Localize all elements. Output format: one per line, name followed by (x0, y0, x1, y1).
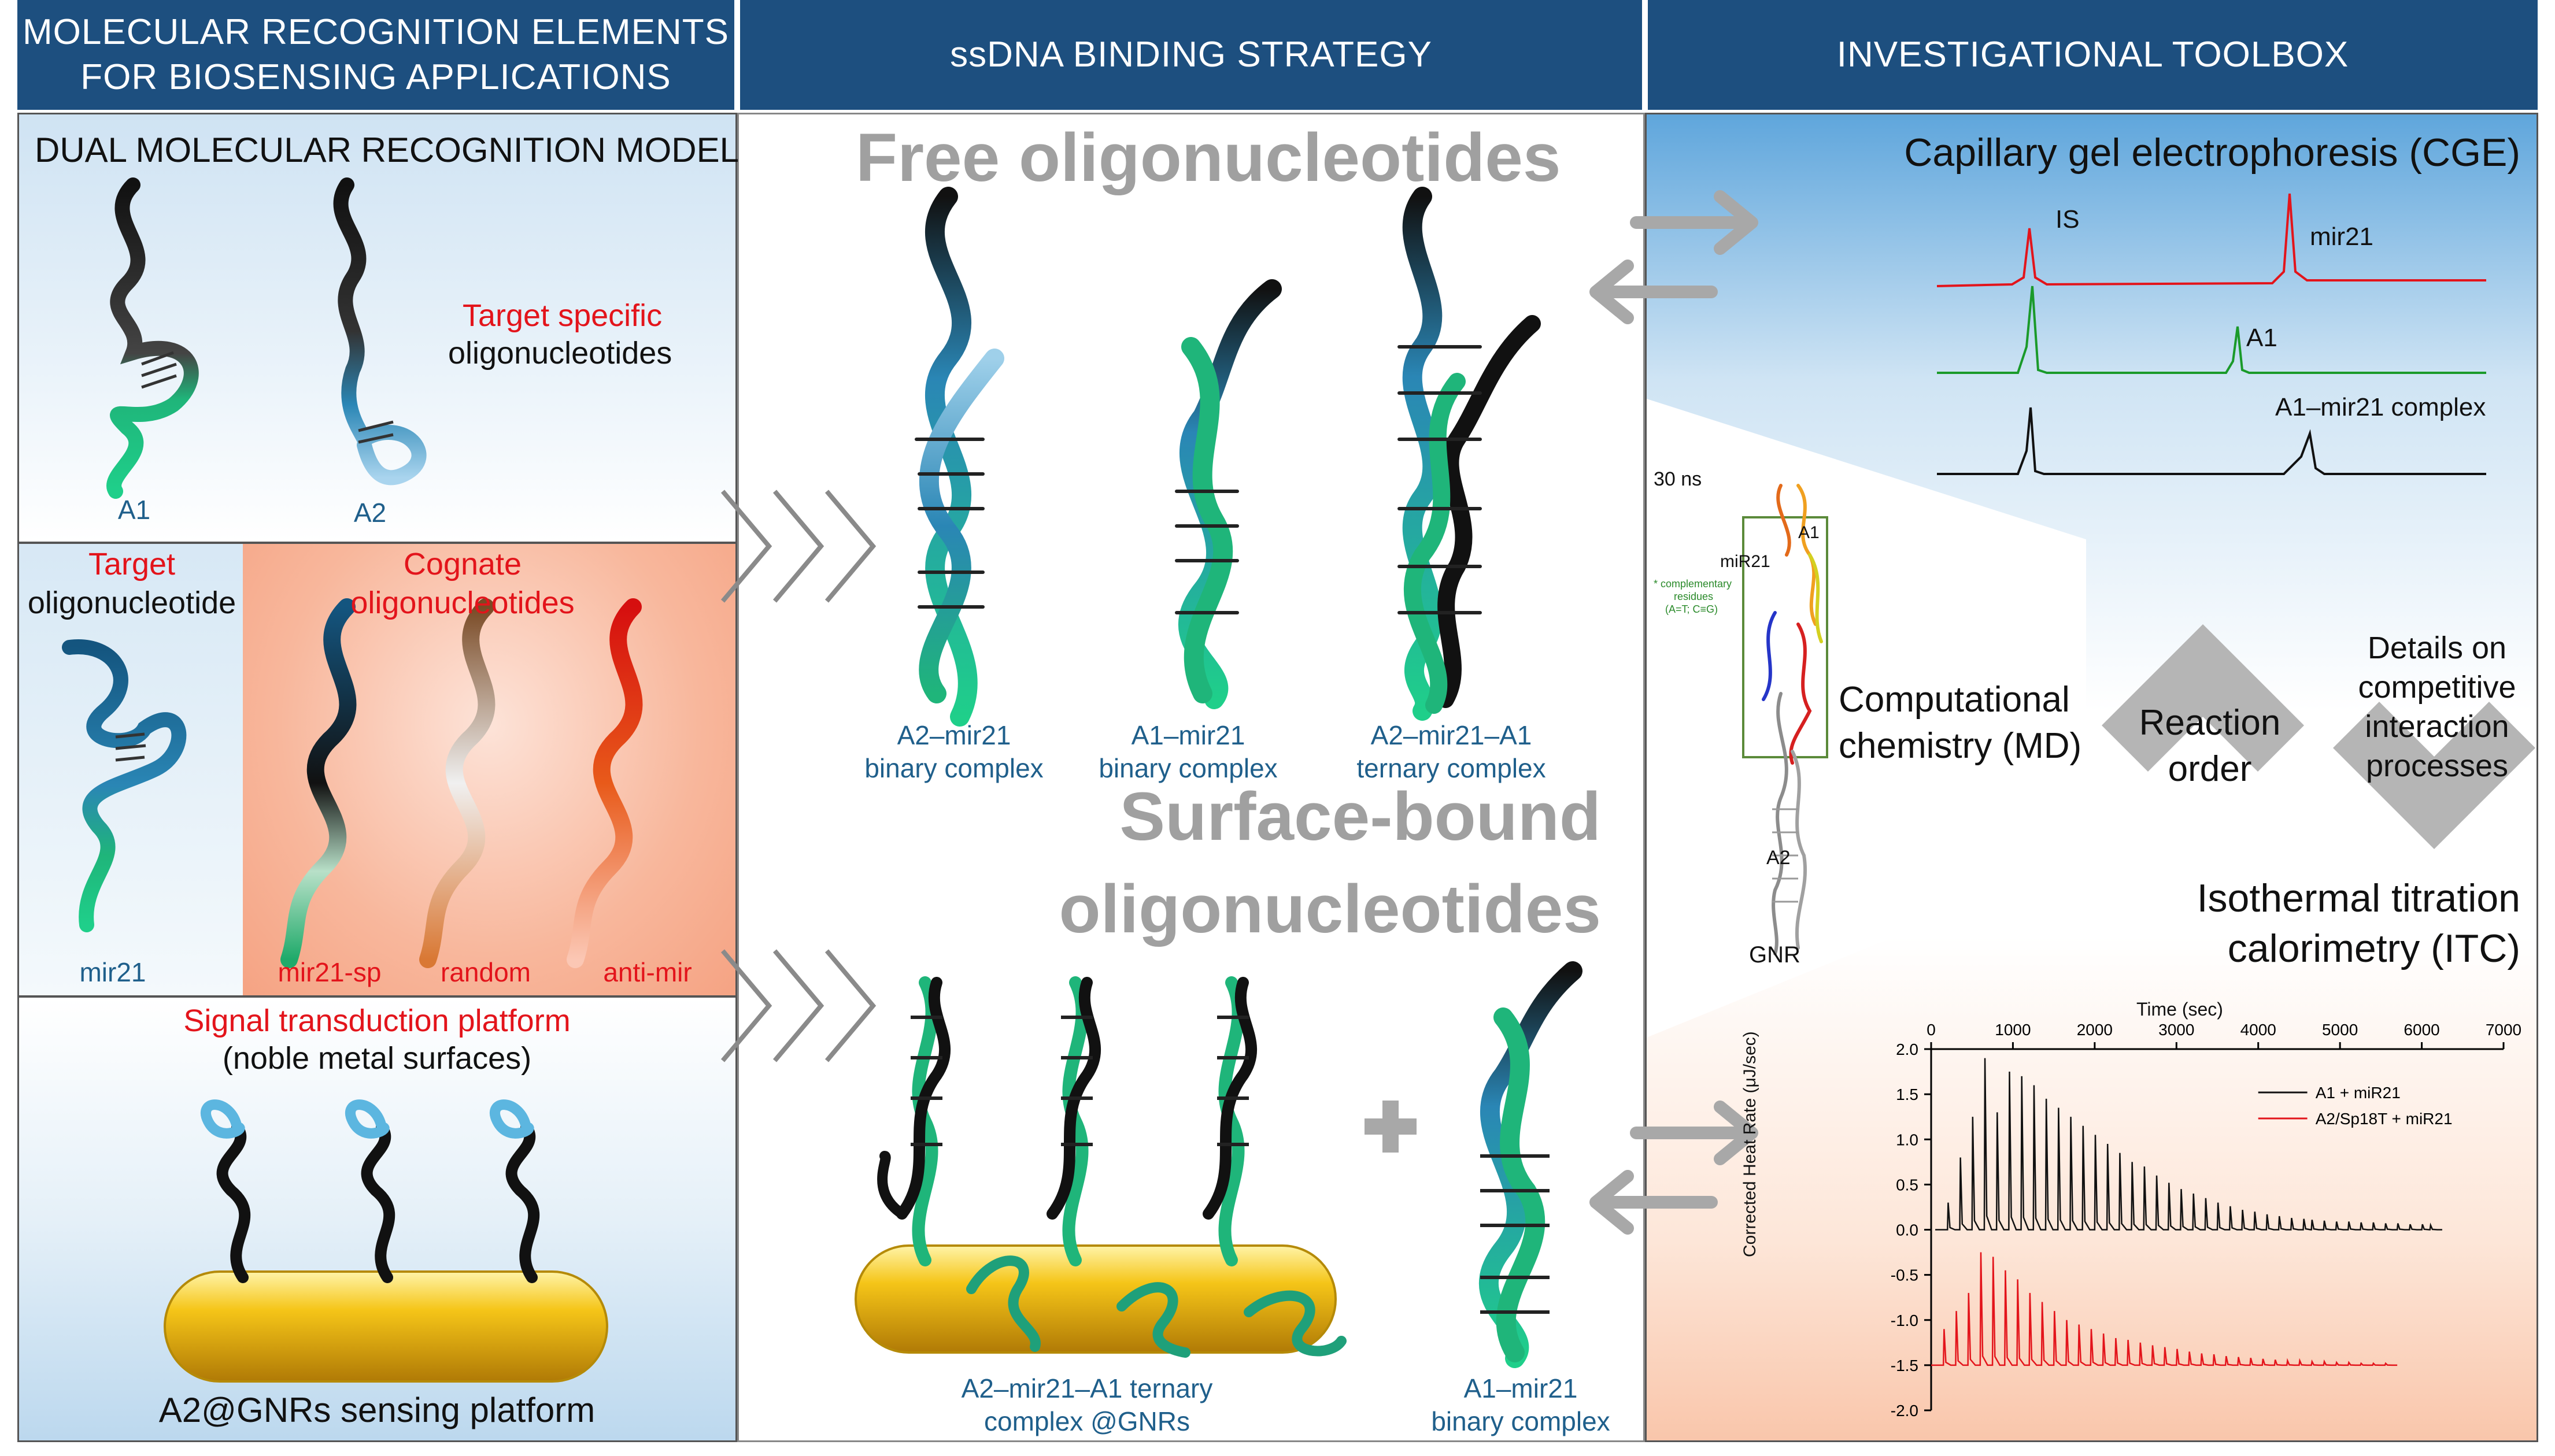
itc-legend-label: A1 + miR21 (2316, 1084, 2401, 1102)
header-left-line1: MOLECULAR RECOGNITION ELEMENTS (23, 12, 729, 52)
target-sub-label: oligonucleotide (27, 586, 236, 620)
cge-trace-green (1937, 286, 2486, 374)
itc-x-tick-label: 2000 (2077, 1021, 2113, 1039)
complex3-line1: A2–mir21–A1 (1370, 720, 1532, 750)
free-oligo-title: Free oligonucleotides (856, 120, 1561, 196)
md-note-1: * complementary (1654, 578, 1732, 590)
md-time-label: 30 ns (1654, 468, 1702, 490)
itc-x-tick-label: 1000 (1995, 1021, 2031, 1039)
md-title-line1: Computational (1839, 680, 2070, 720)
header-middle-text: ssDNA BINDING STRATEGY (950, 35, 1432, 75)
md-note-2: residues (1674, 591, 1714, 602)
complex2-line1: A1–mir21 (1131, 720, 1245, 750)
reaction-order-line1: Reaction (2139, 703, 2281, 743)
md-note-3: (A=T; C≡G) (1665, 603, 1718, 615)
itc-title-line2: calorimetry (ITC) (2227, 927, 2520, 970)
itc-y-tick-label: 0.5 (1896, 1176, 1918, 1194)
target-specific-sub: oligonucleotides (448, 336, 672, 371)
itc-x-tick-label: 6000 (2404, 1021, 2439, 1039)
complex5-line2: binary complex (1431, 1406, 1610, 1436)
itc-series-2-line (1931, 1252, 2398, 1366)
header-middle: ssDNA BINDING STRATEGY (740, 0, 1642, 110)
details-line3: interaction (2365, 709, 2509, 744)
header-left: MOLECULAR RECOGNITION ELEMENTS FOR BIOSE… (17, 0, 734, 110)
itc-y-tick-label: 2.0 (1896, 1040, 1918, 1058)
itc-x-tick-label: 4000 (2240, 1021, 2276, 1039)
details-line2: competitive (2358, 670, 2516, 705)
cge-complex-label: A1–mir21 complex (2275, 393, 2486, 421)
itc-ticks: 0 1000 2000 3000 4000 5000 6000 7000 2.0 1.5 1.0 0.… (1891, 1021, 2521, 1420)
itc-legend-label: A2/Sp18T + miR21 (2316, 1110, 2453, 1128)
signal-platform-label: Signal transduction platform (183, 1003, 571, 1038)
cognate-label: Cognate (403, 547, 522, 581)
itc-y-tick-label: 1.0 (1896, 1131, 1918, 1149)
cognate-sub-label: oligonucleotides (350, 586, 575, 620)
itc-chart: 0 1000 2000 3000 4000 5000 6000 7000 2.0 1.5 1.0 0.… (1891, 1021, 2521, 1420)
itc-y-tick-label: 0.0 (1896, 1221, 1918, 1239)
md-gnr-label: GNR (1749, 942, 1800, 968)
complex2-line2: binary complex (1099, 753, 1278, 783)
mir21-sp-label: mir21-sp (278, 957, 382, 987)
cge-title: Capillary gel electrophoresis (CGE) (1904, 131, 2520, 175)
surface-bound-title: Surface-bound (1119, 779, 1601, 855)
target-label: Target (88, 547, 176, 581)
itc-series (1931, 1058, 2442, 1366)
md-mir21-label: miR21 (1720, 552, 1770, 571)
header-right: INVESTIGATIONAL TOOLBOX (1648, 0, 2538, 110)
md-a1-label: A1 (1798, 523, 1820, 542)
cge-mir21-label: mir21 (2310, 223, 2374, 251)
header-right-text: INVESTIGATIONAL TOOLBOX (1836, 35, 2349, 75)
surface-bound-sub: oligonucleotides (1059, 871, 1602, 947)
cge-a1-label: A1 (2246, 324, 2277, 352)
mir21-label: mir21 (79, 957, 146, 987)
itc-ylabel: Corrected Heat Rate (μJ/sec) (1740, 1031, 1759, 1257)
model-title: DUAL MOLECULAR RECOGNITION MODEL (35, 131, 739, 169)
md-title-line2: chemistry (MD) (1839, 726, 2082, 766)
target-specific-label: Target specific (463, 298, 663, 333)
itc-x-tick-label: 0 (1927, 1021, 1936, 1039)
complex5-line1: A1–mir21 (1463, 1373, 1578, 1403)
itc-x-tick-label: 7000 (2486, 1021, 2521, 1039)
itc-y-tick-label: -2.0 (1891, 1402, 1918, 1420)
complex1-line1: A2–mir21 (897, 720, 1011, 750)
details-line1: Details on (2367, 631, 2507, 665)
a1-label: A1 (117, 495, 151, 525)
cge-trace-black (1937, 407, 2486, 475)
itc-y-tick-label: -1.5 (1891, 1357, 1918, 1375)
itc-series-1-line (1935, 1058, 2442, 1231)
itc-title-line1: Isothermal titration (2197, 876, 2520, 920)
complex4-line1: A2–mir21–A1 ternary (961, 1373, 1213, 1403)
details-line4: processes (2365, 749, 2509, 783)
a2-label: A2 (353, 498, 387, 528)
complex4-line2: complex @GNRs (984, 1406, 1190, 1436)
md-a2-label: A2 (1766, 847, 1791, 869)
complex3-line2: ternary complex (1356, 753, 1546, 783)
signal-platform-sub: (noble metal surfaces) (222, 1041, 532, 1076)
random-label: random (441, 957, 531, 987)
itc-y-tick-label: -0.5 (1891, 1266, 1918, 1284)
complex1-line2: binary complex (864, 753, 1044, 783)
cge-trace-red (1936, 193, 2486, 287)
header-left-line2: FOR BIOSENSING APPLICATIONS (80, 57, 671, 97)
anti-mir-label: anti-mir (603, 957, 692, 987)
itc-x-tick-label: 3000 (2158, 1021, 2194, 1039)
cognate-background (243, 544, 735, 995)
sensing-platform-label: A2@GNRs sensing platform (158, 1391, 596, 1429)
middle-panel (737, 113, 1645, 1442)
itc-xlabel: Time (sec) (2136, 999, 2223, 1020)
reaction-order-line2: order (2168, 749, 2252, 789)
itc-x-tick-label: 5000 (2322, 1021, 2358, 1039)
cge-is-label: IS (2055, 205, 2080, 234)
itc-y-tick-label: -1.0 (1891, 1311, 1918, 1329)
itc-y-tick-label: 1.5 (1896, 1085, 1918, 1103)
